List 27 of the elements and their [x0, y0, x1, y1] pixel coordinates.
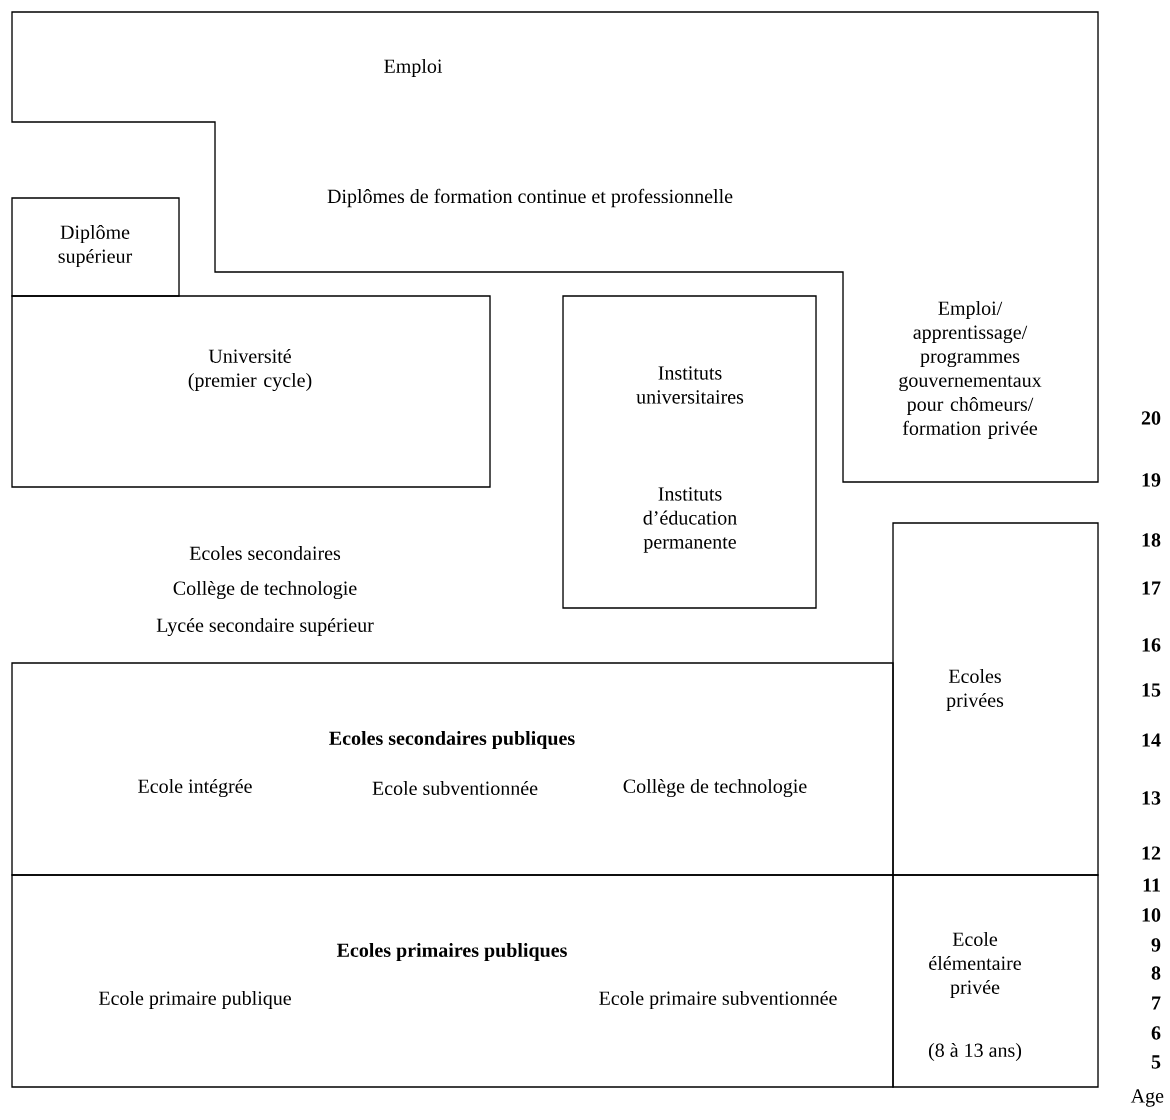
- age-number: 13: [1142, 791, 1161, 805]
- school-list-text: Lycée secondaire supérieur: [156, 617, 374, 637]
- age-number: 15: [1142, 683, 1161, 697]
- axis-label: Age: [1130, 1089, 1164, 1107]
- private-school-box: Ecoles privées: [892, 522, 1099, 876]
- age-number: 19: [1142, 473, 1161, 487]
- age-number: 10: [1142, 908, 1161, 922]
- age-number: 9: [1151, 938, 1161, 952]
- degree-box: Diplôme supérieur: [11, 197, 180, 297]
- age-number: 14: [1142, 733, 1161, 747]
- primary-school-box: Ecoles primaires publiques Ecole primaire publique Ecole primaire subventionnée: [11, 874, 894, 1088]
- university-box: Université (premier cycle): [11, 295, 491, 488]
- age-number: 6: [1151, 1026, 1161, 1040]
- age-number: 5: [1151, 1055, 1161, 1069]
- school-list-text: Collège de technologie: [173, 580, 357, 600]
- age-number: 20: [1141, 411, 1161, 425]
- age-number: 12: [1142, 846, 1161, 860]
- secondary-school-box: Ecoles secondaires publiques Ecole intégrée Ecole subventionnée Collège de technologie: [11, 662, 894, 876]
- age-number: 16: [1142, 638, 1161, 652]
- age-number: 18: [1142, 533, 1161, 547]
- age-number: 7: [1152, 996, 1161, 1010]
- institute-box: Instituts universitaires Instituts d’éducation permanente: [562, 295, 817, 609]
- private-school-box: Ecole élémentaire privée (8 à 13 ans): [892, 874, 1099, 1088]
- school-list-text: Ecoles secondaires: [189, 545, 341, 561]
- age-number: 8: [1151, 966, 1161, 980]
- age-number: 11: [1143, 878, 1160, 892]
- age-number: 17: [1142, 581, 1161, 595]
